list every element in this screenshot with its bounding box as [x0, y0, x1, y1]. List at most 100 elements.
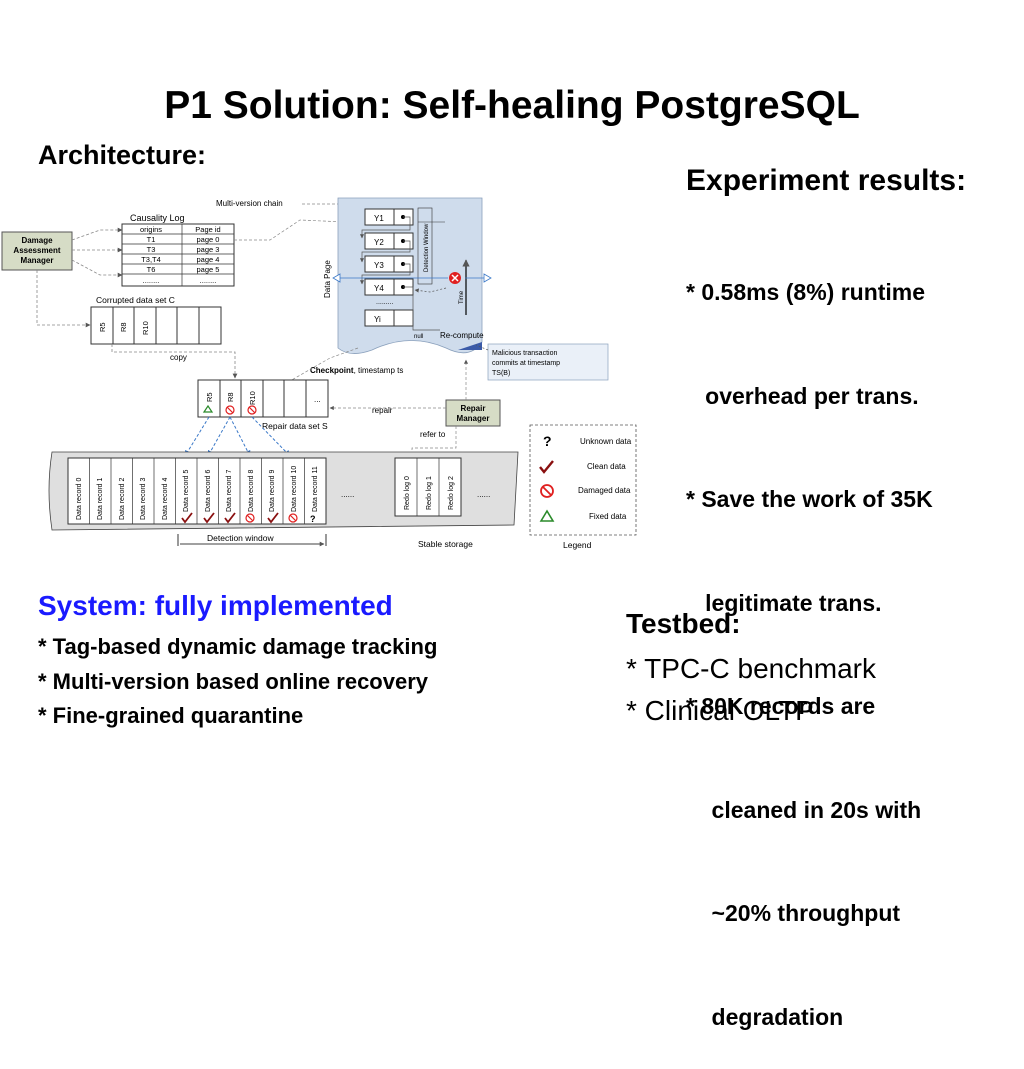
malicious-transaction-note: Malicious transaction commits at timesta… [475, 343, 609, 381]
experiment-line: * 0.58ms (8%) runtime [686, 279, 926, 305]
multi-version-chain-label: Multi-version chain [216, 199, 283, 208]
cl-row-origin: T3 [147, 245, 156, 254]
system-item: * Multi-version based online recovery [38, 668, 429, 694]
dam-line-3: Manager [21, 256, 54, 265]
testbed-item: * TPC-C benchmark [626, 653, 877, 684]
legend-item: Clean data [587, 462, 626, 471]
cl-row-origin: T3,T4 [141, 255, 161, 264]
cl-header-pageid: Page id [195, 225, 220, 234]
repair-manager-line-1: Repair [461, 404, 486, 413]
experiment-line: legitimate trans. [686, 589, 882, 616]
repair-cell: R5 [205, 392, 214, 402]
data-record: Data record 7 [226, 469, 233, 512]
detection-window-label: Detection window [207, 533, 274, 543]
clean-data-icon [539, 460, 554, 474]
repair-manager-line-2: Manager [457, 414, 490, 423]
version-y3: Y3 [374, 261, 384, 270]
unknown-mark: ? [310, 514, 316, 524]
legend: ? Unknown data Clean data Damaged data F… [529, 424, 637, 550]
cl-row-page: page 5 [197, 265, 220, 274]
system-item: * Fine-grained quarantine [38, 703, 304, 728]
damaged-data-icon [540, 484, 554, 498]
repair-data-set: R5 R8 R10 ... Repair data set S [197, 379, 329, 431]
experiment-heading: Experiment results: [686, 164, 967, 197]
checkpoint-label: Checkpoint, timestamp ts [310, 366, 403, 375]
version-y1: Y1 [374, 214, 384, 223]
cl-header-origins: origins [140, 225, 162, 234]
data-record: Data record 11 [312, 466, 319, 512]
unknown-data-icon: ? [543, 433, 552, 449]
testbed-item: * Clinical OLTP [626, 695, 814, 726]
corrupted-cell: R8 [119, 322, 128, 332]
cl-row-origin: T6 [147, 265, 156, 274]
repair-manager: Repair Manager [445, 399, 501, 427]
data-record: Data record 8 [248, 469, 255, 512]
data-record: Data record 4 [162, 477, 169, 520]
repair-cell: R8 [226, 392, 235, 402]
time-label: Time [459, 290, 465, 304]
version-yi: Yi [374, 315, 381, 324]
checkpoint-bold: Checkpoint [310, 366, 354, 375]
dam-line-1: Damage [21, 236, 53, 245]
cl-row-page: page 3 [197, 245, 220, 254]
data-record: Data record 0 [76, 477, 83, 520]
cl-row-origin: T1 [147, 235, 156, 244]
copy-label: copy [170, 353, 187, 362]
legend-item: Fixed data [589, 512, 627, 521]
causality-log-title: Causality Log [130, 213, 185, 223]
malicious-line-3: TS(B) [492, 370, 510, 377]
version-y4: Y4 [374, 284, 384, 293]
corrupted-cell: R5 [98, 322, 107, 332]
experiment-line: cleaned in 20s with [686, 796, 922, 823]
malicious-line-1: Malicious transaction [492, 350, 557, 357]
storage-ellipsis-1: ...... [341, 490, 354, 499]
stable-storage: Data record 0 Data record 1 Data record … [48, 451, 519, 549]
repair-cell-ellipsis: ... [314, 395, 321, 404]
data-page-label: Data Page [323, 260, 332, 298]
data-record: Data record 2 [119, 477, 126, 520]
dam-line-2: Assessment [13, 246, 60, 255]
malicious-line-2: commits at timestamp [492, 360, 560, 367]
repair-set-label: Repair data set S [262, 421, 328, 431]
data-page: Data Page Y1 Y2 Y3 Y4 ......... Yi null … [323, 197, 492, 354]
cl-row-origin: ........ [143, 276, 160, 285]
testbed-list: * TPC-C benchmark * Clinical OLTP [626, 648, 876, 732]
version-ellipsis: ......... [376, 299, 394, 306]
damage-assessment-manager: Damage Assessment Manager [1, 231, 73, 271]
storage-ellipsis-2: ...... [477, 490, 490, 499]
legend-item: Damaged data [578, 486, 631, 495]
corrupted-cell: R10 [141, 321, 150, 335]
slide-title: P1 Solution: Self-healing PostgreSQL [164, 84, 860, 127]
cl-row-page: ........ [200, 276, 217, 285]
checkpoint-rest: , timestamp ts [354, 366, 404, 375]
fixed-data-icon [539, 509, 555, 522]
system-list: * Tag-based dynamic damage tracking * Mu… [38, 630, 437, 734]
refer-to-label: refer to [420, 430, 446, 439]
recompute-label: Re-compute [440, 331, 484, 340]
data-record: Data record 5 [183, 469, 190, 512]
legend-title: Legend [563, 540, 592, 550]
data-record: Data record 6 [205, 469, 212, 512]
repair-cell: R10 [248, 391, 257, 405]
legend-item: Unknown data [580, 437, 632, 446]
cl-row-page: page 0 [197, 235, 220, 244]
architecture-diagram: Damage Assessment Manager Causality Log … [1, 197, 637, 550]
version-y2: Y2 [374, 238, 384, 247]
experiment-line: * 80K records are [686, 693, 876, 719]
detection-window-vertical: Detection Window [424, 223, 430, 272]
corrupted-data-set: Corrupted data set C R5 R8 R10 [90, 295, 222, 345]
data-record: Data record 3 [140, 477, 147, 520]
redo-log: Redo log 2 [448, 476, 455, 510]
repair-label: repair [372, 406, 393, 415]
causality-log: Causality Log origins Page id T1 page 0 … [121, 213, 235, 287]
experiment-line: degradation [686, 1003, 844, 1030]
cl-row-page: page 4 [197, 255, 220, 264]
redo-log: Redo log 0 [404, 476, 411, 510]
stable-storage-label: Stable storage [418, 539, 473, 549]
null-label: null [414, 334, 423, 340]
experiment-line: * Save the work of 35K [686, 486, 933, 512]
data-record: Data record 10 [291, 466, 298, 512]
data-record: Data record 9 [269, 469, 276, 512]
system-item: * Tag-based dynamic damage tracking [38, 634, 438, 659]
experiment-line: ~20% throughput [686, 900, 901, 926]
